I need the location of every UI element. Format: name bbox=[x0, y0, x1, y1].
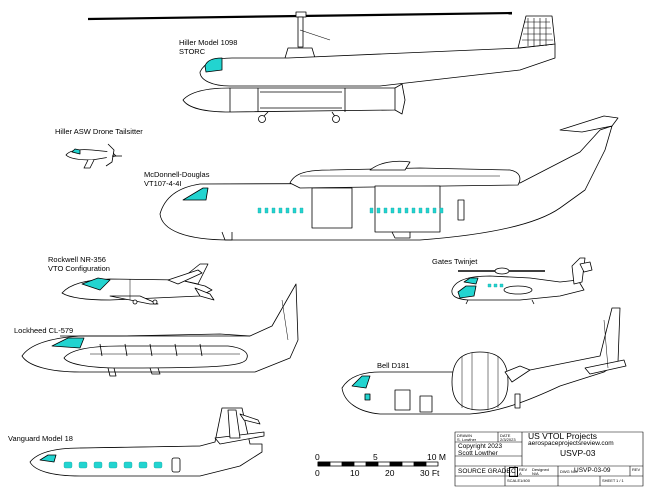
tb-designed-value: N/A bbox=[532, 471, 539, 476]
scale-ft-10: 10 bbox=[350, 468, 360, 478]
tb-drawing-code: USVP-03 bbox=[560, 448, 596, 458]
scale-ft-0: 0 bbox=[315, 468, 320, 478]
aircraft-mcdonnell-douglas bbox=[159, 115, 619, 241]
scale-m-5: 5 bbox=[373, 452, 378, 462]
tb-copyright-line1: Copyright 2023 bbox=[458, 443, 503, 450]
tb-title: US VTOL Projects bbox=[528, 431, 597, 441]
scale-ft-30: 30 Ft bbox=[420, 468, 440, 478]
tb-scale-value: 1/400 bbox=[520, 478, 531, 483]
tb-sheet-value: 1 / 1 bbox=[616, 478, 624, 483]
label-rockwell-line2: VTO Configuration bbox=[48, 264, 110, 273]
tb-copyright: Copyright 2023 Scott Lowther bbox=[458, 443, 502, 457]
tb-source-grade-label: SOURCE GRADE bbox=[458, 468, 511, 475]
aircraft-vanguard-18 bbox=[29, 407, 265, 477]
label-mcdonnell-douglas: McDonnell-Douglas VT107-4-4I bbox=[144, 170, 209, 188]
label-gates: Gates Twinjet bbox=[432, 257, 478, 266]
tb-designed-label: Designed bbox=[532, 467, 549, 472]
label-mcd-line2: VT107-4-4I bbox=[144, 179, 182, 188]
label-rockwell-line1: Rockwell NR-356 bbox=[48, 255, 106, 264]
aircraft-gates-twinjet bbox=[451, 257, 593, 305]
tb-drawn-label: DRAWN bbox=[457, 433, 472, 438]
title-block-frame bbox=[454, 431, 644, 487]
scale-m-10: 10 M bbox=[427, 452, 446, 462]
label-storc-line1: Hiller Model 1098 bbox=[179, 38, 238, 47]
aircraft-bell-d181 bbox=[341, 307, 627, 415]
label-lockheed: Lockheed CL-579 bbox=[14, 326, 74, 335]
label-storc-line2: STORC bbox=[179, 47, 206, 56]
tb-date-label: DATE bbox=[500, 433, 511, 438]
tb-dwg-no: USVP-03-09 bbox=[574, 467, 611, 474]
aircraft-hiller-asw bbox=[65, 143, 122, 169]
tb-copyright-line2: Scott Lowther bbox=[458, 450, 498, 457]
label-rockwell: Rockwell NR-356 VTO Configuration bbox=[48, 255, 110, 273]
scale-bar bbox=[317, 461, 439, 467]
aircraft-lockheed-cl579 bbox=[21, 283, 299, 377]
tb-source-grade: C bbox=[509, 467, 518, 477]
label-hiller-asw: Hiller ASW Drone Tailsitter bbox=[55, 127, 143, 136]
tb-drawn-by: S. Lowther bbox=[457, 437, 477, 442]
tb-scale-label: SCALE bbox=[507, 478, 521, 483]
tb-rev-a-label: REV bbox=[519, 467, 528, 472]
scale-ft-20: 20 bbox=[385, 468, 395, 478]
tb-date-value: 2/3/2023 bbox=[500, 437, 516, 442]
aircraft-rockwell-nr356 bbox=[61, 263, 215, 305]
label-bell: Bell D181 bbox=[377, 361, 410, 370]
label-vanguard: Vanguard Model 18 bbox=[8, 434, 73, 443]
tb-rev-label: REV bbox=[632, 467, 641, 472]
tb-rev-a-value: A bbox=[519, 471, 522, 476]
tb-sheet-label: SHEET bbox=[602, 478, 616, 483]
label-storc: Hiller Model 1098 STORC bbox=[179, 38, 237, 56]
aircraft-hiller-storc bbox=[87, 11, 556, 123]
scale-m-0: 0 bbox=[315, 452, 320, 462]
tb-url: aerospaceprojectsreview.com bbox=[528, 440, 614, 447]
label-mcd-line1: McDonnell-Douglas bbox=[144, 170, 210, 179]
tb-dwg-no-label: DWG NO. bbox=[560, 469, 578, 474]
